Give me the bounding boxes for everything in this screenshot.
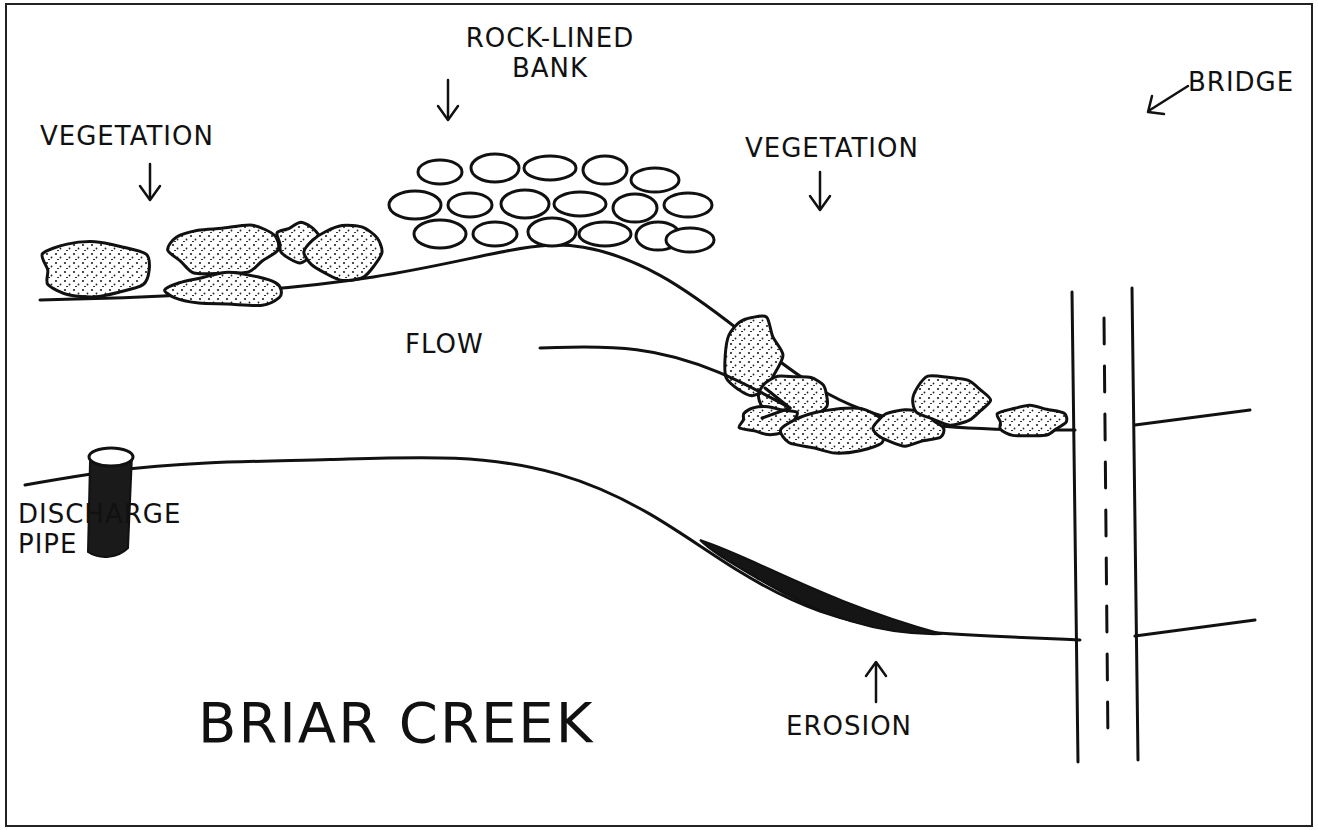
vegetation-clump — [780, 408, 883, 453]
flow-arrowhead — [762, 388, 790, 418]
rock — [414, 220, 466, 248]
lower-bank — [25, 458, 1080, 640]
vegetation-clump — [42, 242, 150, 297]
flow-label: FLOW — [405, 330, 535, 360]
leader-arrow — [1150, 86, 1188, 110]
leader-arrow — [875, 664, 878, 702]
rock — [579, 222, 631, 246]
upper-bank-beyond — [1135, 410, 1250, 425]
creek-title: BRIAR CREEK — [198, 690, 594, 755]
bridge-deck — [1132, 288, 1138, 760]
rock — [389, 191, 441, 219]
bridge-label: BRIDGE — [1188, 68, 1308, 98]
leader-arrowhead — [810, 196, 830, 210]
rock — [448, 193, 492, 217]
leader-arrow — [149, 164, 152, 198]
vegetation-clump — [168, 225, 279, 274]
rock — [631, 168, 679, 192]
pipe-label: DISCHARGE PIPE — [18, 500, 208, 560]
rock — [664, 193, 712, 217]
leader-arrowhead — [1148, 96, 1164, 114]
erosion-label: EROSION — [786, 712, 986, 742]
erosion-area — [700, 540, 942, 634]
leader-arrow — [819, 172, 822, 208]
rock — [528, 218, 576, 246]
bridge-deck — [1072, 292, 1078, 762]
vegetation-label: VEGETATION — [40, 122, 270, 152]
leader-arrow — [447, 80, 450, 118]
rock — [554, 192, 606, 216]
rock — [418, 160, 462, 184]
bank-label: ROCK-LINED BANK — [455, 24, 645, 84]
leader-arrowhead — [140, 186, 160, 200]
flow-arrow — [540, 347, 790, 408]
vegetation-label: VEGETATION — [745, 134, 975, 164]
vegetation-clump — [913, 376, 991, 425]
rock — [473, 222, 517, 246]
rock — [471, 154, 519, 182]
vegetation-clump — [304, 225, 382, 280]
rock — [613, 194, 657, 222]
vegetation-clump — [165, 272, 282, 305]
pipe-mouth — [89, 448, 133, 466]
bridge-centerline — [1104, 318, 1108, 745]
rock — [524, 156, 576, 180]
frame — [6, 4, 1312, 826]
rock — [583, 156, 627, 184]
leader-arrowhead — [438, 106, 458, 120]
rock — [666, 228, 714, 252]
leader-arrowhead — [866, 662, 886, 676]
vegetation-clump — [997, 405, 1067, 435]
lower-bank-beyond — [1135, 620, 1255, 636]
rock — [501, 190, 549, 218]
